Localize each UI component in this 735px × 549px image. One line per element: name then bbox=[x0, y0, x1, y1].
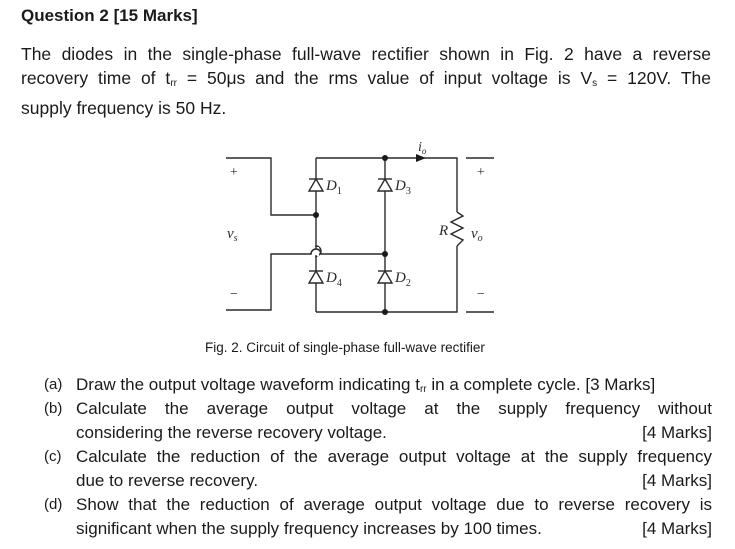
input-bottom-wire bbox=[226, 248, 385, 311]
part-c: (c) Calculate the reduction of the avera… bbox=[44, 445, 712, 493]
part-b-line-1: Calculate the average output voltage at … bbox=[76, 399, 712, 418]
label-input-voltage: vs bbox=[227, 226, 238, 244]
label-output-voltage: vo bbox=[471, 226, 483, 244]
label-resistor: R bbox=[438, 223, 448, 239]
part-d-marks: [4 Marks] bbox=[642, 519, 712, 538]
resistor-icon bbox=[449, 211, 465, 247]
junction-dot bbox=[313, 212, 319, 218]
part-a-text: Draw the output voltage waveform indicat… bbox=[76, 373, 712, 402]
label-d1: D1 bbox=[325, 178, 342, 197]
junction-dot bbox=[382, 251, 388, 257]
output-minus-sign: − bbox=[476, 287, 485, 302]
part-b-line-2: considering the reverse recovery voltage… bbox=[76, 423, 387, 442]
junction-dot bbox=[382, 155, 388, 161]
part-b-marks: [4 Marks] bbox=[642, 423, 712, 442]
vs-subscript: s bbox=[592, 78, 598, 89]
label-d3: D3 bbox=[394, 178, 411, 197]
part-text: in a complete cycle. [3 Marks] bbox=[426, 375, 656, 394]
part-c-marks: [4 Marks] bbox=[642, 471, 712, 490]
part-label: (c) bbox=[44, 448, 62, 465]
trr-subscript: rr bbox=[170, 78, 177, 89]
part-b: (b) Calculate the average output voltage… bbox=[44, 397, 712, 445]
bottom-rail bbox=[316, 246, 458, 313]
part-d-line-2: significant when the supply frequency in… bbox=[76, 519, 542, 538]
part-c-line-2: due to reverse recovery. bbox=[76, 471, 259, 490]
intro-line-3: supply frequency is 50 Hz. bbox=[21, 98, 227, 118]
label-d2: D2 bbox=[394, 270, 411, 289]
diode-d2-icon bbox=[376, 269, 394, 284]
diode-d1-icon bbox=[307, 177, 325, 192]
label-d4: D4 bbox=[325, 270, 342, 289]
part-d: (d) Show that the reduction of average o… bbox=[44, 493, 712, 541]
intro-line-2: recovery time of trr = 50μs and the rms … bbox=[21, 66, 711, 96]
question-intro: The diodes in the single-phase full-wave… bbox=[21, 42, 711, 120]
label-output-current: io bbox=[418, 140, 427, 156]
part-d-line-1: Show that the reduction of average outpu… bbox=[76, 495, 712, 514]
part-text: Draw the output voltage waveform indicat… bbox=[76, 375, 420, 394]
junction-dot bbox=[382, 309, 388, 315]
figure-caption: Fig. 2. Circuit of single-phase full-wav… bbox=[205, 340, 485, 355]
diode-d3-icon bbox=[376, 177, 394, 192]
part-label: (a) bbox=[44, 376, 63, 393]
question-title: Question 2 [15 Marks] bbox=[21, 6, 198, 25]
part-c-line-1: Calculate the reduction of the average o… bbox=[76, 447, 712, 466]
intro-text: recovery time of t bbox=[21, 68, 171, 88]
diode-d4-icon bbox=[307, 269, 325, 284]
trr-subscript: rr bbox=[419, 384, 427, 395]
intro-text: = 120V. The bbox=[597, 68, 711, 88]
input-top-wire bbox=[226, 157, 316, 216]
rectifier-circuit-diagram: D1 D3 D4 D2 R vo vs io + − + − bbox=[226, 140, 494, 315]
part-label: (b) bbox=[44, 400, 63, 417]
intro-line-1: The diodes in the single-phase full-wave… bbox=[21, 44, 711, 64]
top-rail bbox=[316, 157, 458, 212]
intro-text: = 50μs and the rms value of input voltag… bbox=[176, 68, 593, 88]
current-arrow-icon bbox=[416, 154, 426, 162]
part-label: (d) bbox=[44, 496, 63, 513]
part-a: (a) Draw the output voltage waveform ind… bbox=[44, 373, 712, 402]
output-plus-sign: + bbox=[476, 165, 485, 180]
input-plus-sign: + bbox=[229, 165, 238, 180]
input-minus-sign: − bbox=[229, 287, 238, 302]
